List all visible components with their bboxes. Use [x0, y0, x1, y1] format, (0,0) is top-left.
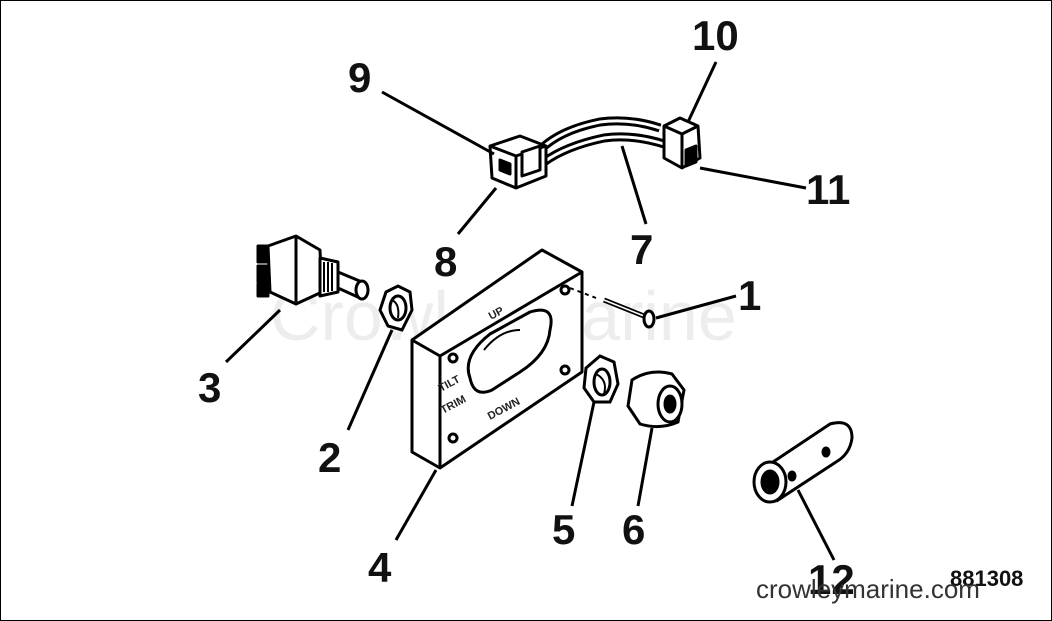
callout-3: 3 — [198, 364, 221, 411]
callout-12: 12 — [808, 556, 855, 603]
callout-1: 1 — [738, 272, 761, 319]
leader-line-10 — [686, 61, 718, 123]
figure-number: 881308 — [950, 566, 1023, 591]
leader-line-12 — [796, 489, 836, 561]
lock-nut-part — [582, 354, 620, 404]
callout-10: 10 — [692, 12, 739, 59]
callout-4: 4 — [368, 544, 392, 591]
toggle-switch-part — [256, 234, 370, 306]
screw-part — [569, 287, 656, 329]
leader-line-6 — [636, 427, 654, 507]
leader-line-3 — [224, 308, 282, 364]
leader-lines — [224, 61, 836, 561]
leader-line-2 — [346, 329, 394, 431]
leader-line-9 — [381, 90, 495, 156]
leader-line-7 — [620, 145, 648, 225]
wire-harness-part — [488, 116, 702, 190]
callout-5: 5 — [552, 506, 575, 553]
switch-boot-part — [626, 370, 686, 429]
callout-6: 6 — [622, 506, 645, 553]
callout-7: 7 — [630, 226, 653, 273]
sleeve-part — [752, 421, 854, 504]
switch-plate-part — [410, 248, 584, 470]
callout-2: 2 — [318, 434, 341, 481]
hex-nut-part — [378, 284, 414, 332]
callout-8: 8 — [434, 238, 457, 285]
callout-11: 11 — [806, 166, 850, 213]
leader-line-11 — [699, 166, 807, 190]
leader-line-4 — [394, 469, 438, 541]
leader-line-5 — [570, 401, 596, 507]
leader-line-8 — [456, 187, 498, 235]
callout-9: 9 — [348, 54, 371, 101]
leader-line-1 — [655, 294, 737, 320]
watermark-url: crowleymarine.com — [756, 574, 980, 604]
